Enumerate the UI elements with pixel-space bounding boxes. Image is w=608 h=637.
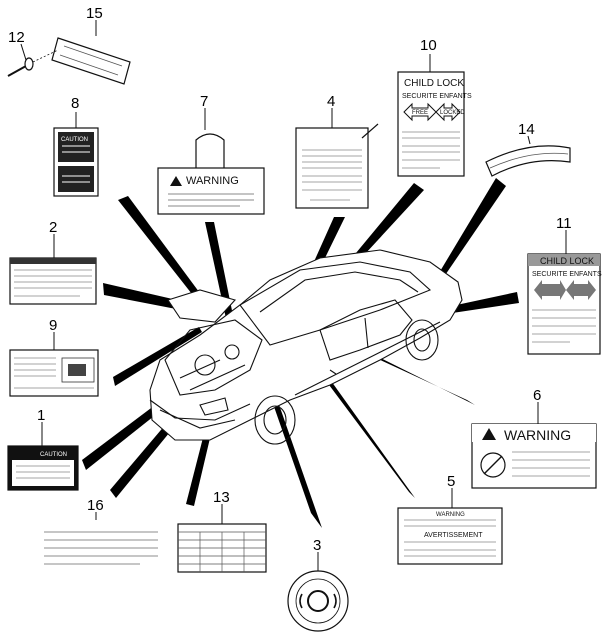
label-14-strip [485,145,571,177]
callout-4: 4 [327,93,335,110]
part-12-rivet [7,49,59,77]
label-5-avert-text: AVERTISSEMENT [424,532,483,539]
label-10-childlock [397,71,465,177]
callout-1: 1 [37,407,45,424]
label-7-warning [157,133,265,215]
callout-5: 5 [447,473,455,490]
label-6-warning [471,423,597,489]
callout-7: 7 [200,93,208,110]
car-illustration [149,249,463,445]
callout-2: 2 [49,219,57,236]
callout-8: 8 [71,95,79,112]
label-11-childlock [527,253,601,355]
callout-13: 13 [213,489,230,506]
part-3-disc [287,570,349,632]
label-10-securite-text: SECURITE ENFANTS [402,93,472,100]
callout-12: 12 [8,29,25,46]
callout-10: 10 [420,37,437,54]
label-8-caution-text: CAUTION [61,137,88,143]
label-5-warning-text: WARNING [436,512,465,518]
callout-11: 11 [556,215,572,232]
label-10-locked-text: LOCKED [440,110,465,116]
label-11-childlock-text: CHILD LOCK [540,256,594,266]
label-11-securite-text: SECURITE ENFANTS [532,271,602,278]
label-10-childlock-text: CHILD LOCK [404,78,464,89]
label-6-warning-text: WARNING [504,427,571,443]
callout-9: 9 [49,317,57,334]
label-9 [9,349,99,397]
label-15-plate [51,37,131,85]
label-4 [295,123,379,209]
label-1-caution [7,445,79,491]
label-2 [9,257,97,305]
callout-16: 16 [87,497,104,514]
label-8-caution [53,127,99,197]
callout-ticks [20,20,567,571]
callout-6: 6 [533,387,541,404]
label-10-free-text: FREE [412,110,428,116]
callout-3: 3 [313,537,321,554]
label-1-caution-text: CAUTION [40,452,67,458]
label-5 [397,507,503,565]
callout-14: 14 [518,121,535,138]
callout-15: 15 [86,5,103,22]
label-16 [40,520,162,576]
label-13-table [177,523,267,573]
label-7-warning-text: WARNING [186,175,239,187]
